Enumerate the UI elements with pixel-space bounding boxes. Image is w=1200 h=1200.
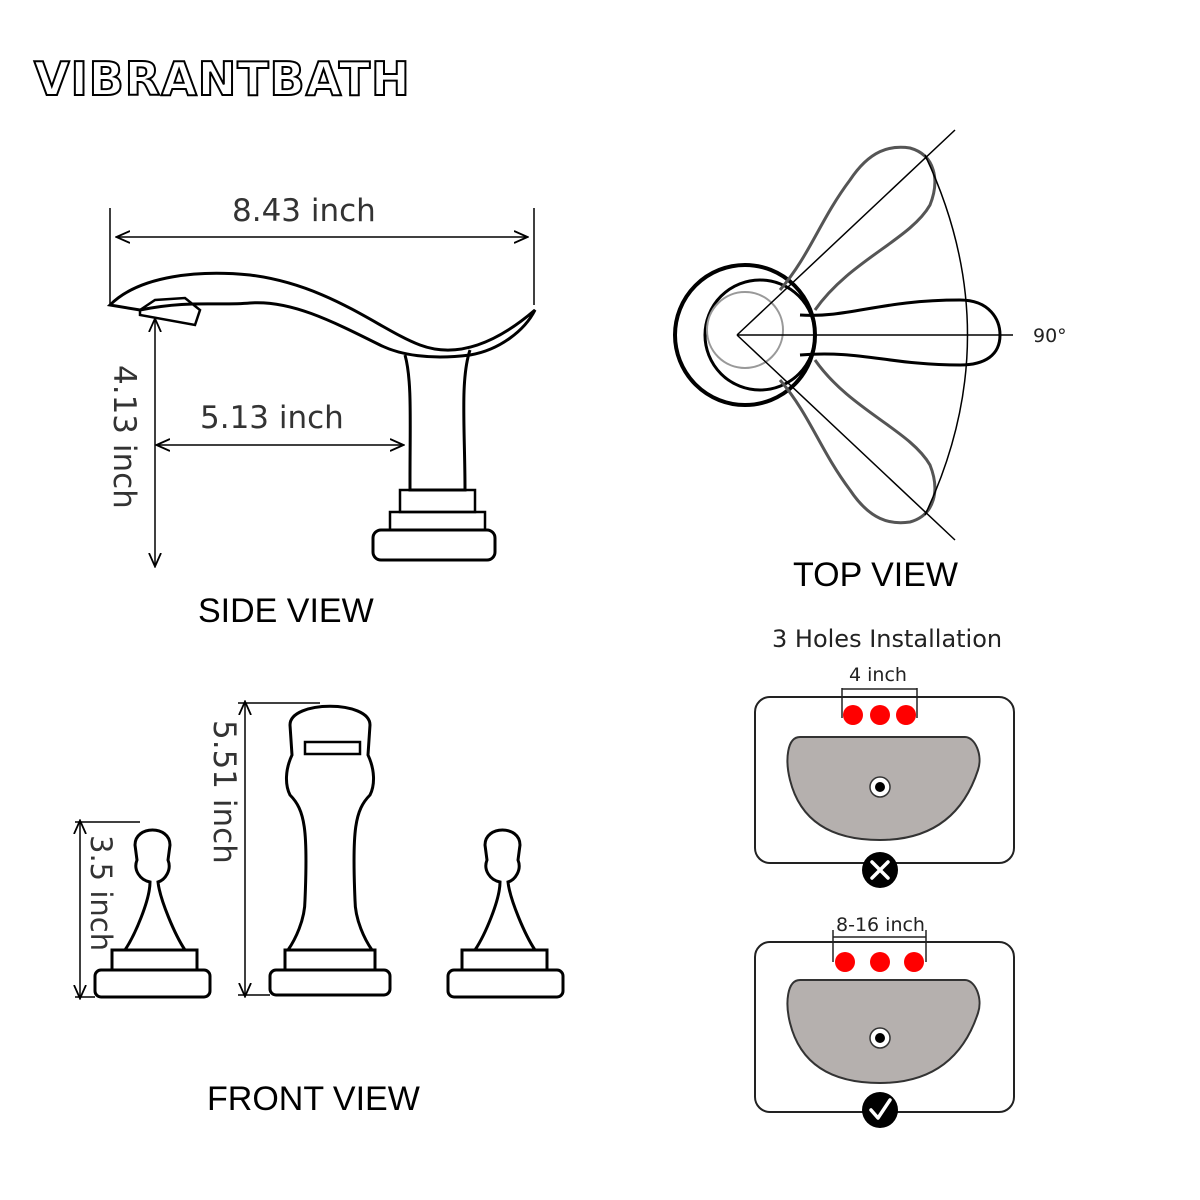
spacing-label-correct: 8-16 inch [836, 914, 925, 936]
front-view-title: FRONT VIEW [207, 1080, 420, 1118]
installation-correct-drawing [754, 930, 1015, 1113]
check-icon [862, 1092, 898, 1128]
side-length-label: 8.43 inch [232, 193, 376, 229]
top-view-title: TOP VIEW [793, 556, 959, 594]
x-icon [862, 852, 898, 888]
rotation-angle-label: 90° [1033, 325, 1067, 347]
side-reach-label: 5.13 inch [200, 400, 344, 436]
spout-height-label: 5.51 inch [206, 720, 242, 864]
side-view-drawing [106, 208, 537, 565]
handle-height-label: 3.5 inch [84, 835, 118, 952]
installation-incorrect-drawing [754, 688, 1015, 864]
side-height-label: 4.13 inch [106, 365, 142, 509]
top-view-drawing [673, 129, 1013, 541]
spacing-label-incorrect: 4 inch [849, 664, 907, 686]
front-view-drawing [75, 703, 565, 997]
brand-logo: VIBRANTBATH [33, 51, 411, 107]
side-view-title: SIDE VIEW [198, 592, 374, 630]
installation-title: 3 Holes Installation [772, 625, 1003, 653]
